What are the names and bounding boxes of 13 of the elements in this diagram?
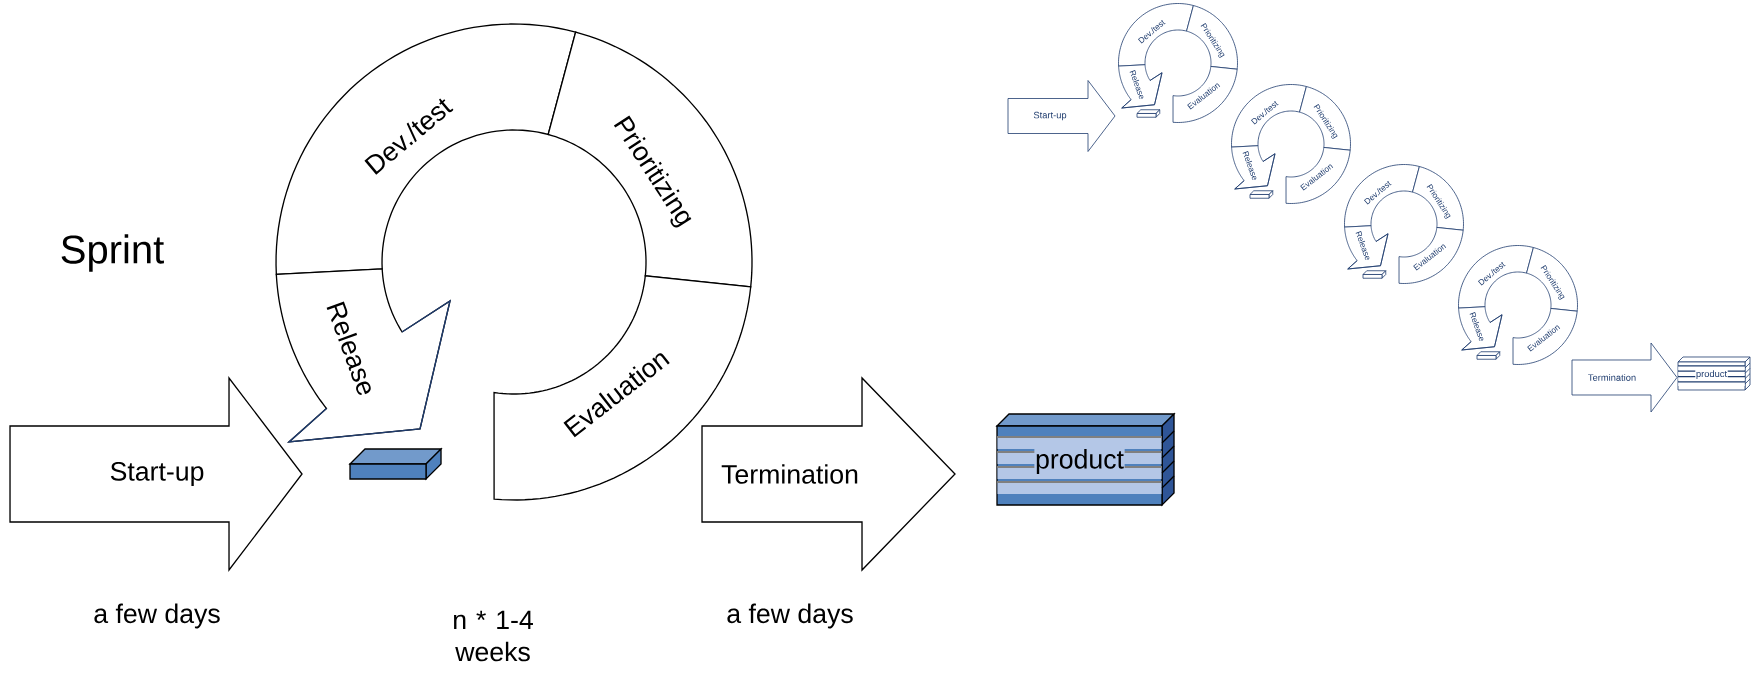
duration-label: a few days bbox=[94, 603, 220, 629]
brick-icon bbox=[1136, 109, 1161, 118]
text-label: n * 1-4 weeks bbox=[454, 610, 533, 662]
cycle-segment: Release bbox=[275, 268, 452, 443]
brick-icon bbox=[1362, 270, 1387, 279]
product-stack: product bbox=[1677, 356, 1751, 391]
block-arrow bbox=[701, 376, 956, 572]
brick-icon bbox=[1476, 351, 1501, 360]
text-label: Sprint bbox=[61, 234, 164, 272]
brick-icon bbox=[1249, 190, 1274, 199]
arrow-label: Termination bbox=[1588, 374, 1636, 381]
text-label: a few days bbox=[727, 603, 853, 629]
block-arrow bbox=[1571, 342, 1678, 413]
